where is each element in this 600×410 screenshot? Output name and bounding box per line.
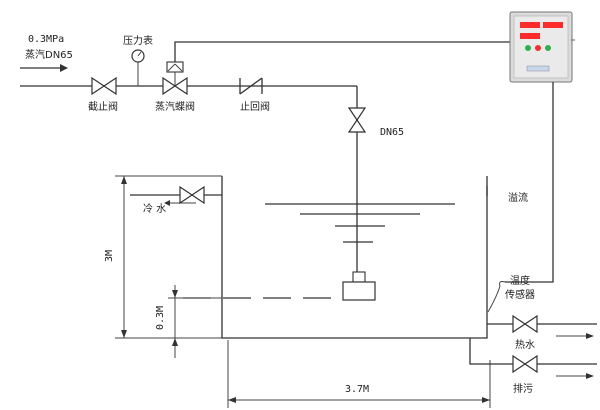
steam-sparger <box>265 203 455 243</box>
drain-label: 排污 <box>513 382 533 395</box>
stop-valve-label: 截止阀 <box>88 100 118 113</box>
steam-spec-label: 蒸汽DN65 <box>25 48 73 61</box>
dn65-label: DN65 <box>380 127 404 138</box>
check-valve[interactable] <box>239 77 263 95</box>
pressure-gauge-label: 压力表 <box>123 34 153 47</box>
height-3m-label: 3M <box>104 250 115 262</box>
overflow-label: 溢流 <box>508 191 528 204</box>
temperature-sensor-icon <box>487 281 506 313</box>
stop-valve[interactable] <box>91 76 117 96</box>
temp-sensor-label-2: 传感器 <box>505 288 535 301</box>
pressure-spec-label: 0.3MPa <box>28 34 64 45</box>
height-dimension-3m <box>115 175 222 339</box>
control-panel[interactable] <box>509 11 575 83</box>
cold-water-valve[interactable] <box>179 185 205 205</box>
water-tank <box>221 176 488 339</box>
sensor-signal-line <box>505 82 554 283</box>
hot-water-valve[interactable] <box>512 314 538 334</box>
cold-water-inlet <box>130 194 222 206</box>
width-dimension-37m <box>227 340 491 408</box>
drain-valve[interactable] <box>512 354 538 374</box>
drain-outlet <box>469 338 597 379</box>
dn65-valve[interactable] <box>347 107 367 133</box>
height-dimension-03m <box>168 285 222 358</box>
cold-water-label: 冷 水 <box>143 202 166 215</box>
steam-nozzle-icon <box>342 271 376 301</box>
control-signal-line <box>174 41 510 62</box>
steam-inlet-line <box>20 64 357 87</box>
steam-butterfly-valve-label: 蒸汽蝶阀 <box>155 100 195 113</box>
check-valve-label: 止回阀 <box>240 100 270 113</box>
hot-water-outlet <box>487 323 597 339</box>
hot-water-label: 热水 <box>515 338 535 351</box>
temp-sensor-label-1: 温度 <box>510 274 530 287</box>
height-03m-label: 0.3M <box>155 306 166 330</box>
steam-butterfly-valve[interactable] <box>162 61 188 96</box>
pressure-gauge-icon <box>131 49 145 86</box>
width-37m-label: 3.7M <box>345 384 369 395</box>
